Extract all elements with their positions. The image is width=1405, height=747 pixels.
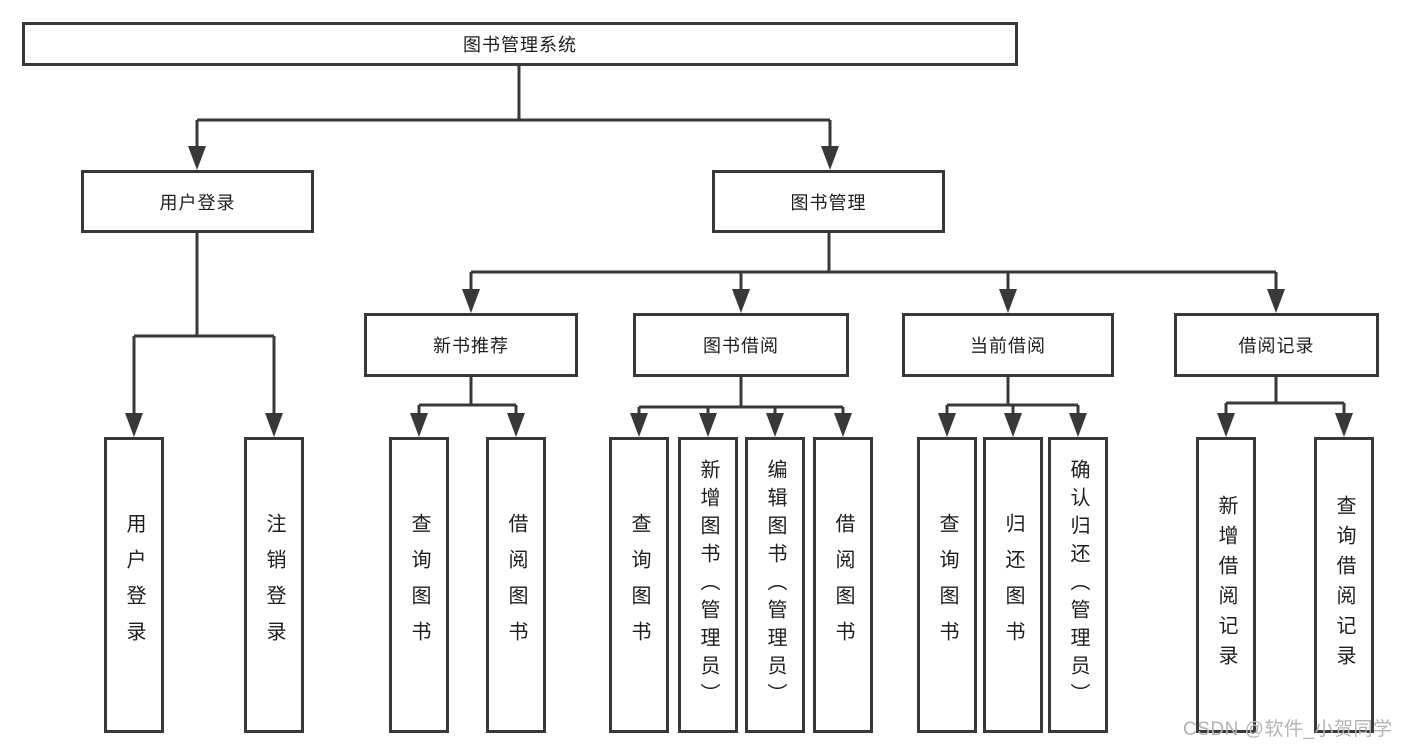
leaf-logout: 注销登录 — [244, 437, 304, 733]
node-label: 当前借阅 — [970, 336, 1046, 356]
node-library-management-system: 图书管理系统 — [22, 22, 1018, 66]
leaf-label: 用户登录 — [123, 513, 145, 657]
arrow-down-icon — [999, 289, 1017, 313]
leaf-add-borrow-record: 新增借阅记录 — [1196, 437, 1256, 733]
node-borrowing-records: 借阅记录 — [1174, 313, 1379, 377]
leaf-label: 新增借阅记录 — [1215, 495, 1237, 675]
leaf-label: 确认归还（管理员） — [1067, 459, 1089, 711]
leaf-label: 新增图书（管理员） — [697, 459, 719, 711]
arrow-down-icon — [410, 413, 428, 437]
leaf-borrow-books-borrowing: 借阅图书 — [813, 437, 873, 733]
arrow-down-icon — [938, 413, 956, 437]
arrow-down-icon — [821, 146, 839, 170]
leaf-label: 查询借阅记录 — [1333, 495, 1355, 675]
node-label: 用户登录 — [159, 192, 236, 213]
leaf-user-login: 用户登录 — [104, 437, 164, 733]
node-label: 图书管理 — [790, 192, 867, 213]
leaf-add-book-admin: 新增图书（管理员） — [678, 437, 738, 733]
leaf-search-borrow-record: 查询借阅记录 — [1314, 437, 1374, 733]
arrow-down-icon — [1217, 413, 1235, 437]
leaf-search-books-recommend: 查询图书 — [389, 437, 449, 733]
leaf-label: 编辑图书（管理员） — [764, 459, 786, 711]
leaf-label: 归还图书 — [1002, 513, 1024, 657]
arrow-down-icon — [462, 289, 480, 313]
node-user-login: 用户登录 — [81, 170, 314, 233]
leaf-label: 查询图书 — [408, 513, 430, 657]
leaf-label: 借阅图书 — [505, 513, 527, 657]
node-book-borrowing: 图书借阅 — [633, 313, 849, 377]
leaf-search-books-borrowing: 查询图书 — [609, 437, 669, 733]
node-label: 图书管理系统 — [463, 35, 577, 55]
leaf-confirm-return-admin: 确认归还（管理员） — [1048, 437, 1108, 733]
node-new-book-recommendation: 新书推荐 — [364, 313, 578, 377]
node-label: 图书借阅 — [703, 336, 779, 356]
leaf-return-books: 归还图书 — [983, 437, 1043, 733]
node-book-management: 图书管理 — [712, 170, 945, 233]
arrow-down-icon — [265, 413, 283, 437]
leaf-label: 注销登录 — [263, 513, 285, 657]
arrow-down-icon — [125, 413, 143, 437]
arrow-down-icon — [507, 413, 525, 437]
arrow-down-icon — [766, 413, 784, 437]
arrow-down-icon — [1004, 413, 1022, 437]
leaf-label: 借阅图书 — [832, 513, 854, 657]
csdn-watermark: CSDN @软件_小贺同学 — [1183, 719, 1393, 740]
arrow-down-icon — [1335, 413, 1353, 437]
arrow-down-icon — [1069, 413, 1087, 437]
leaf-label: 查询图书 — [628, 513, 650, 657]
node-label: 借阅记录 — [1238, 336, 1315, 356]
leaf-borrow-books-recommend: 借阅图书 — [486, 437, 546, 733]
connector-arrowheads — [125, 146, 1353, 437]
arrow-down-icon — [1267, 289, 1285, 313]
arrow-down-icon — [732, 289, 750, 313]
arrow-down-icon — [188, 146, 206, 170]
arrow-down-icon — [699, 413, 717, 437]
leaf-label: 查询图书 — [936, 513, 958, 657]
leaf-search-books-current: 查询图书 — [917, 437, 977, 733]
node-current-borrowing: 当前借阅 — [902, 313, 1114, 377]
node-label: 新书推荐 — [433, 336, 509, 356]
leaf-edit-book-admin: 编辑图书（管理员） — [745, 437, 805, 733]
arrow-down-icon — [630, 413, 648, 437]
arrow-down-icon — [834, 413, 852, 437]
